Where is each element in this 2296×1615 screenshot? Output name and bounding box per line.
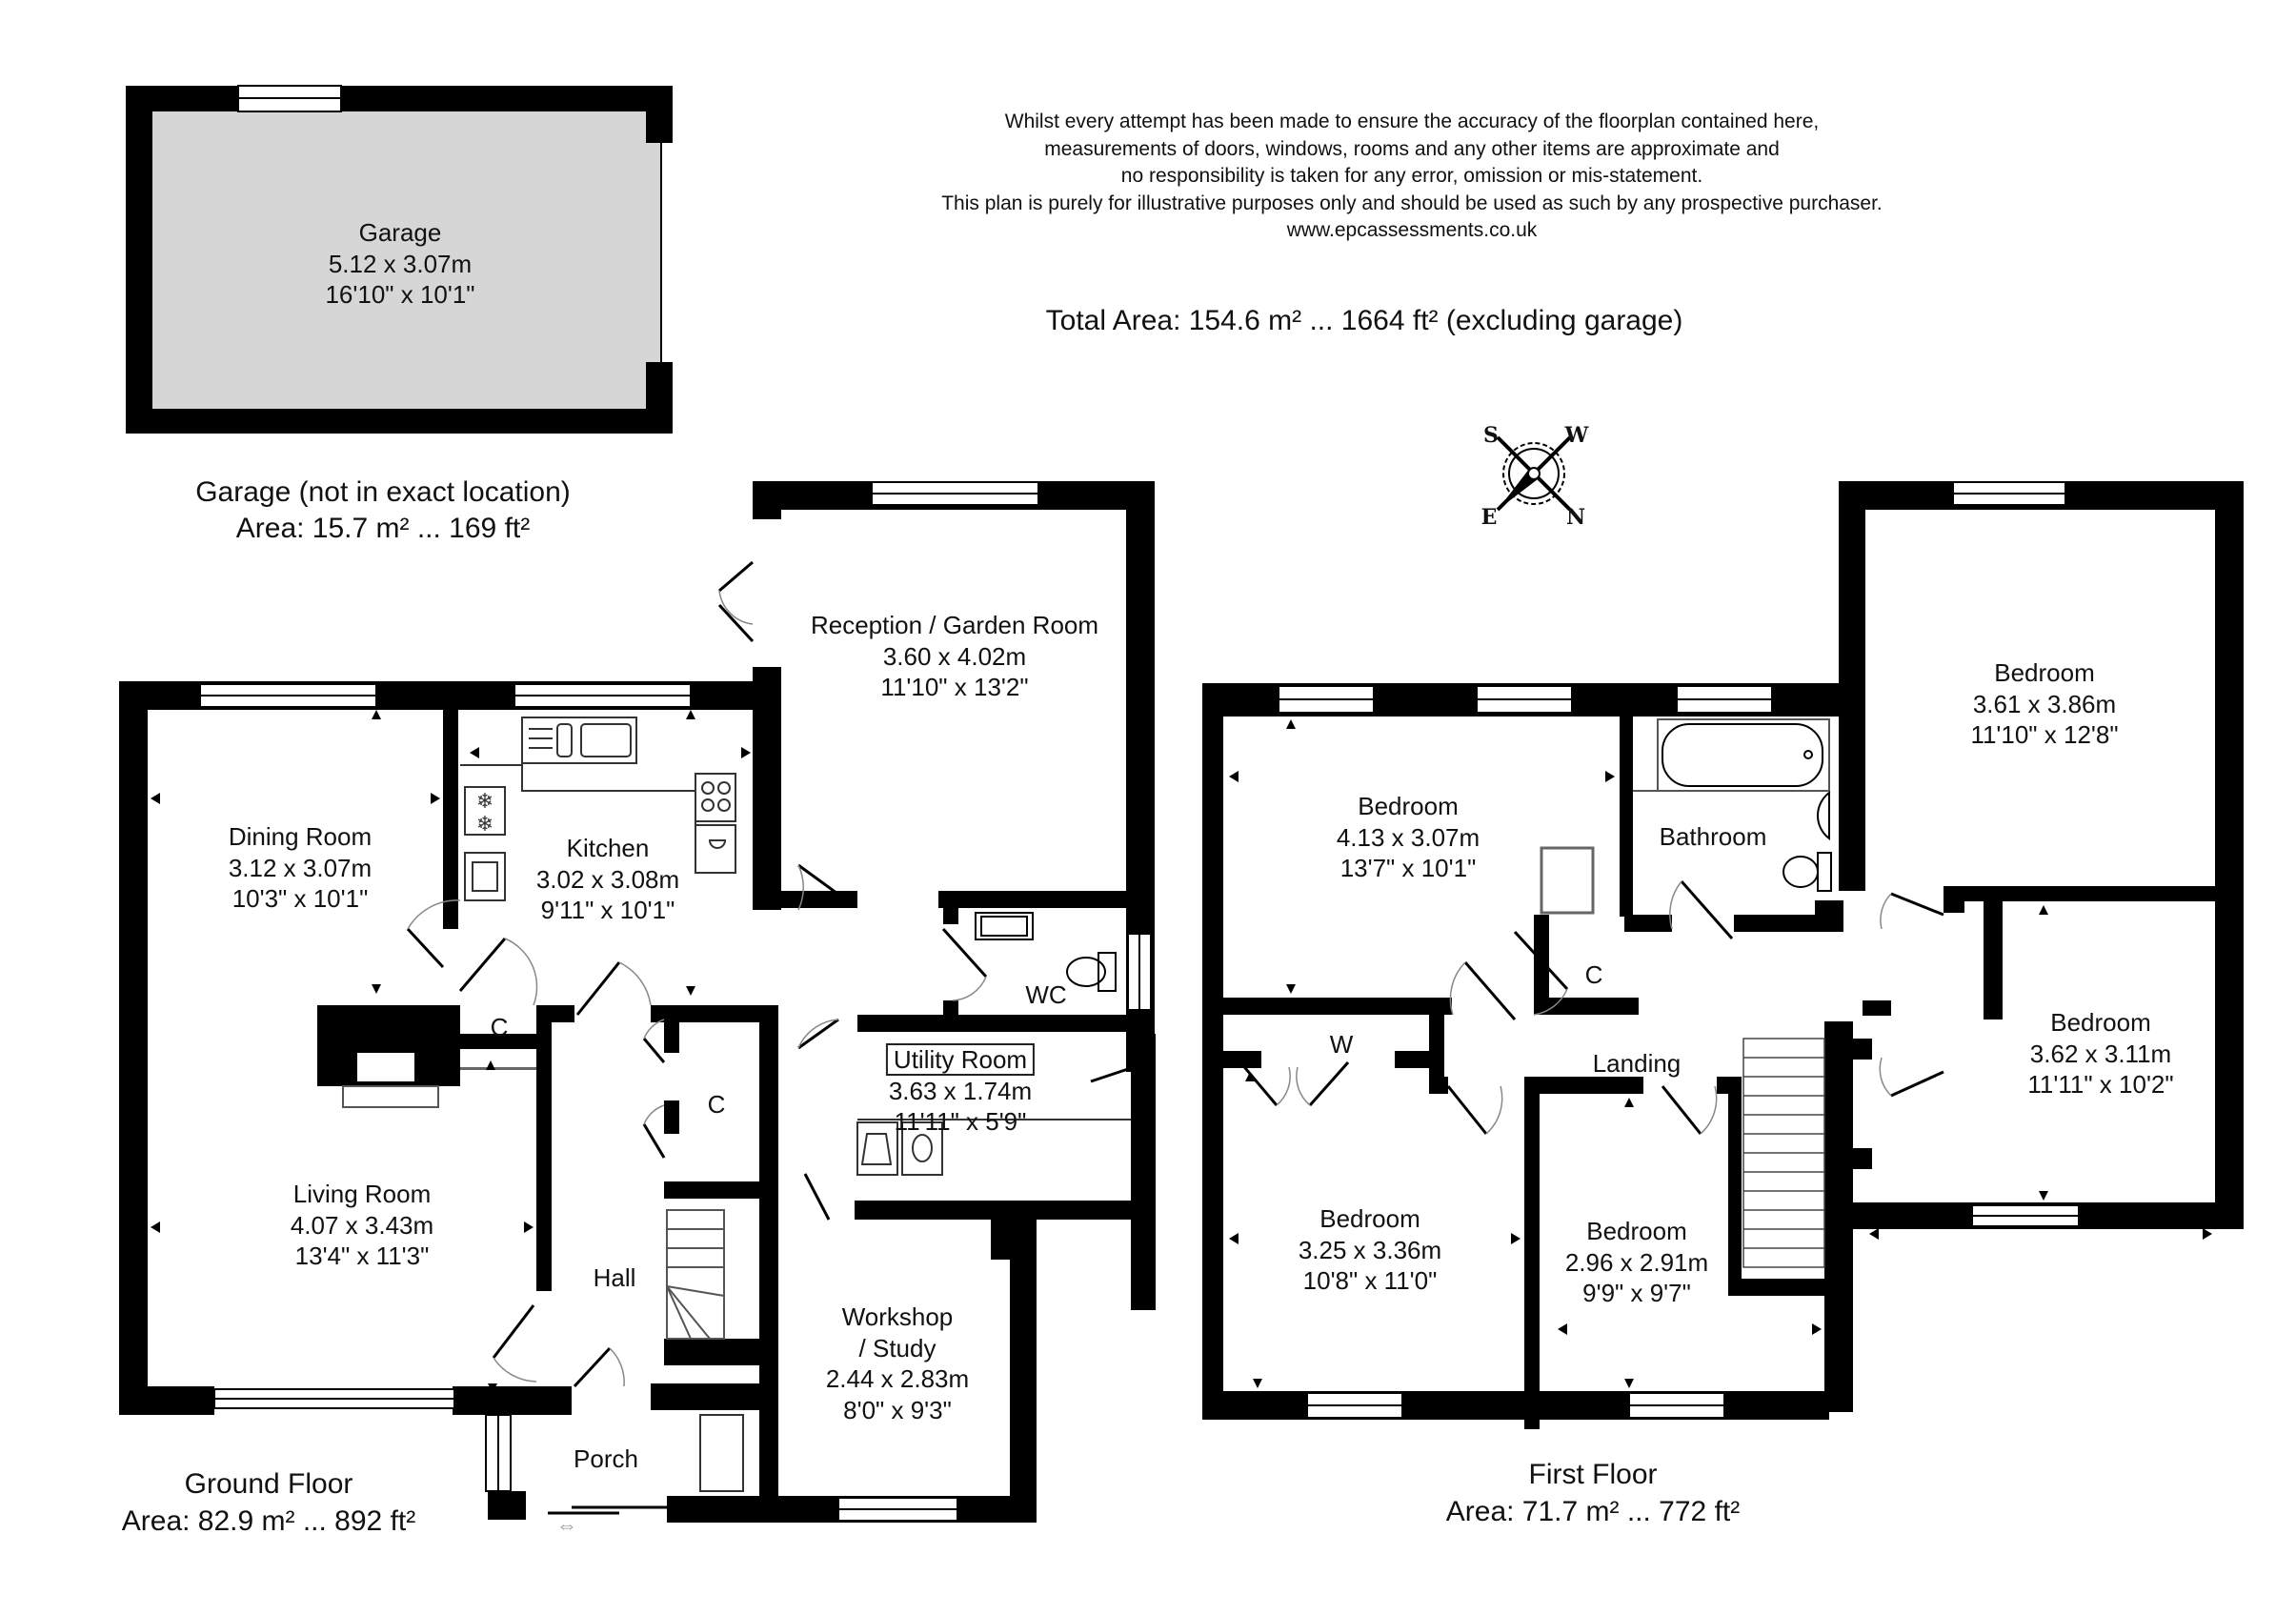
- window: [1127, 933, 1152, 1011]
- window: [485, 1414, 512, 1492]
- garage-caption: Garage (not in exact location) Area: 15.…: [195, 476, 571, 544]
- utility-fixtures: [856, 1119, 1131, 1176]
- window: [1676, 685, 1773, 714]
- room-label-dining: Dining Room 3.12 x 3.07m 10'3" x 10'1": [228, 822, 373, 913]
- disclaimer-line: Whilst every attempt has been made to en…: [1004, 111, 1820, 132]
- measurement-markers: [1229, 719, 2212, 1388]
- doors: ⇔: [406, 560, 1135, 1537]
- first-floor-caption: First Floor Area: 71.7 m² ... 772 ft²: [1445, 1459, 1741, 1527]
- wc-fixtures: [975, 912, 1117, 992]
- compass-label-w: W: [1564, 423, 1589, 448]
- ground-floor-caption: Ground Floor Area: 82.9 m² ... 892 ft²: [121, 1468, 416, 1537]
- room-label-wc: WC: [1025, 980, 1067, 1009]
- room-label-wardrobe: W: [1329, 1030, 1354, 1059]
- window: [237, 85, 342, 112]
- room-label-porch: Porch: [574, 1444, 638, 1473]
- svg-text:❄: ❄: [476, 789, 493, 813]
- window: [1278, 685, 1375, 714]
- window: [871, 481, 1039, 506]
- room-label-living: Living Room 4.07 x 3.43m 13'4" x 11'3": [290, 1180, 434, 1270]
- total-area: Total Area: 154.6 m² ... 1664 ft² (exclu…: [1045, 305, 1683, 336]
- room-label-bedroom-3: Bedroom 3.62 x 3.11m 11'11" x 10'2": [2027, 1008, 2174, 1099]
- website-link[interactable]: www.epcassessments.co.uk: [1286, 219, 1538, 242]
- room-label-cupboard: C: [1584, 960, 1603, 989]
- window: [199, 683, 377, 708]
- window: [213, 1388, 455, 1409]
- room-label-bedroom-1: Bedroom 4.13 x 3.07m 13'7" x 10'1": [1336, 792, 1480, 882]
- window: [837, 1497, 958, 1522]
- compass-icon: [1496, 435, 1572, 512]
- room-label-bedroom-2: Bedroom 3.61 x 3.86m 11'10" x 12'8": [1970, 658, 2119, 749]
- window: [514, 683, 692, 708]
- stairs: [666, 1209, 725, 1340]
- doors: [1239, 880, 1944, 1135]
- measurement-markers: [151, 710, 751, 1393]
- compass-label-n: N: [1565, 505, 1586, 530]
- room-label-cupboard: C: [707, 1090, 726, 1119]
- disclaimer-line: no responsibility is taken for any error…: [1120, 165, 1703, 188]
- svg-text:❄: ❄: [476, 812, 493, 836]
- disclaimer-line: measurements of doors, windows, rooms an…: [1044, 137, 1780, 160]
- window: [1971, 1204, 2080, 1227]
- garage-plan: [126, 85, 673, 434]
- window: [1476, 685, 1573, 714]
- svg-text:⇔: ⇔: [556, 1513, 577, 1537]
- room-label-bathroom: Bathroom: [1659, 822, 1767, 851]
- room-label-bedroom-5: Bedroom 2.96 x 2.91m 9'9" x 9'7": [1564, 1217, 1709, 1307]
- room-label-hall: Hall: [593, 1263, 636, 1292]
- window: [1628, 1392, 1725, 1419]
- room-label-reception: Reception / Garden Room 3.60 x 4.02m 11'…: [810, 611, 1099, 701]
- room-label-bedroom-4: Bedroom 3.25 x 3.36m 10'8" x 11'0": [1298, 1204, 1442, 1295]
- window: [1306, 1392, 1403, 1419]
- disclaimer: Whilst every attempt has been made to en…: [941, 109, 1883, 245]
- window: [1952, 481, 2066, 506]
- disclaimer-line: This plan is purely for illustrative pur…: [941, 192, 1883, 214]
- stairs: [1742, 1038, 1825, 1268]
- compass-label-e: E: [1480, 505, 1498, 530]
- room-label-landing: Landing: [1592, 1049, 1682, 1078]
- kitchen-fixtures: ❄ ❄: [460, 717, 736, 901]
- room-label-kitchen: Kitchen 3.02 x 3.08m 9'11" x 10'1": [535, 834, 680, 924]
- compass-label-s: S: [1483, 423, 1499, 448]
- room-label-workshop: Workshop / Study 2.44 x 2.83m 8'0" x 9'3…: [825, 1302, 970, 1424]
- room-label-utility: Utility Room 3.63 x 1.74m 11'11" x 5'9": [885, 1043, 1036, 1138]
- shower-tray: [1540, 846, 1595, 915]
- room-label-garage: Garage 5.12 x 3.07m 16'10" x 10'1": [325, 218, 475, 309]
- bathroom-fixtures: [1633, 718, 1832, 892]
- room-label-cupboard: C: [490, 1013, 509, 1041]
